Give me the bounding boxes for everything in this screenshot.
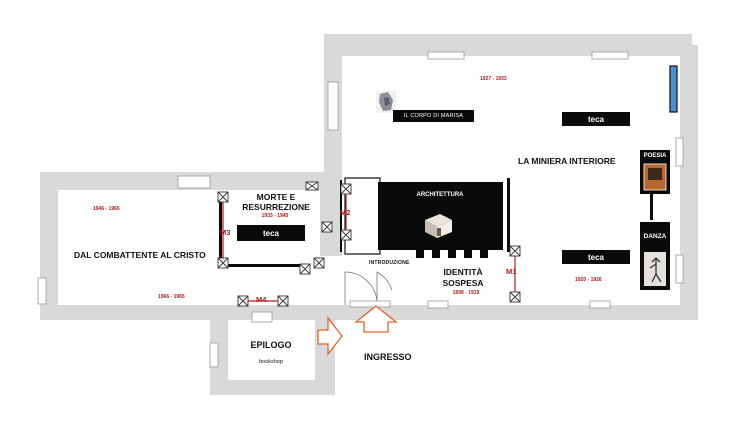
wall-epilogo-left bbox=[210, 320, 228, 390]
pillar bbox=[416, 250, 424, 258]
wall-big-right bbox=[680, 45, 698, 320]
box-mid-1 bbox=[299, 263, 311, 275]
architettura-label: ARCHITETTURA bbox=[416, 192, 464, 198]
box-m2-bottom bbox=[340, 229, 352, 241]
room-label-identita-1: IDENTITÀ bbox=[443, 267, 483, 277]
danza-photo-icon bbox=[644, 252, 666, 286]
box-m3-top bbox=[217, 191, 229, 203]
teca-miniera-bottom: teca bbox=[562, 250, 630, 264]
poesia-label: POESIA bbox=[643, 153, 667, 159]
marker-m1: M1 bbox=[506, 267, 517, 276]
entrance-door bbox=[344, 271, 393, 306]
window-left-top bbox=[177, 175, 211, 189]
dancer-figure-icon bbox=[649, 257, 662, 283]
entrance-arrow-up-icon bbox=[354, 305, 398, 333]
room-label-identita-2: SOSPESA bbox=[442, 278, 484, 288]
window-left-1 bbox=[37, 277, 47, 305]
floor-epilogo bbox=[228, 320, 315, 380]
box-m1-bottom bbox=[509, 291, 521, 303]
teca-morte: teca bbox=[237, 225, 305, 241]
window-bottom-2 bbox=[589, 300, 611, 309]
room-label-morte-1: MORTE E bbox=[256, 192, 296, 202]
date-1927: 1927 - 1933 bbox=[480, 76, 507, 82]
windows bbox=[37, 51, 684, 368]
pillar bbox=[432, 250, 440, 258]
window-top-2 bbox=[591, 51, 629, 60]
marker-m4: M4 bbox=[256, 295, 267, 304]
danza-label: DANZA bbox=[643, 233, 667, 240]
window-top-1 bbox=[427, 51, 465, 60]
pillar bbox=[448, 250, 456, 258]
box-door-m2 bbox=[321, 221, 333, 233]
introduzione-label: INTRODUZIONE bbox=[369, 260, 410, 266]
window-right-2 bbox=[675, 254, 684, 284]
room-label-epilogo: EPILOGO bbox=[250, 340, 292, 350]
wall-left-bottom bbox=[40, 305, 322, 320]
floor-left-room bbox=[58, 190, 320, 305]
wall-big-bottom bbox=[340, 305, 698, 320]
marker-m3: M3 bbox=[220, 228, 231, 237]
poesia-book-inner bbox=[648, 168, 662, 180]
architettura-frame bbox=[344, 177, 381, 255]
pillar bbox=[464, 250, 472, 258]
entrance-arrow-right-icon bbox=[317, 316, 343, 356]
room-label-morte-2: RESURREZIONE bbox=[242, 202, 310, 212]
box-m4-left bbox=[237, 295, 249, 307]
box-top-right-small bbox=[305, 181, 319, 191]
partition-morte-left bbox=[219, 198, 222, 268]
door-frame-bottom bbox=[349, 300, 391, 308]
marker-lines bbox=[222, 194, 516, 302]
window-big-left bbox=[327, 81, 339, 131]
room-label-dal-combattente: DAL COMBATTENTE AL CRISTO bbox=[74, 250, 206, 260]
box-mid-2 bbox=[313, 257, 325, 269]
partition-architettura-frame bbox=[340, 180, 342, 252]
partition-right-top bbox=[650, 190, 653, 220]
bookshop-label: bookshop bbox=[259, 359, 283, 365]
architecture-model-icon bbox=[425, 214, 452, 238]
pillar bbox=[480, 250, 488, 258]
architettura-pillars bbox=[416, 250, 488, 258]
corpo-di-marisa-panel: IL CORPO DI MARISA bbox=[393, 110, 474, 122]
window-bottom-1 bbox=[427, 300, 449, 309]
room-label-miniera: LA MINIERA INTERIORE bbox=[518, 156, 616, 166]
marker-boxes bbox=[217, 181, 521, 307]
partition-morte-bottom bbox=[222, 264, 306, 267]
date-1920: 1920 - 1926 bbox=[575, 277, 602, 283]
date-1899: 1899 - 1919 bbox=[452, 290, 480, 296]
floor-passage bbox=[320, 256, 342, 305]
window-blue-panel bbox=[669, 65, 678, 113]
marker-m2: M2 bbox=[340, 208, 351, 217]
box-m4-right bbox=[277, 295, 289, 307]
box-m2-top bbox=[340, 183, 352, 195]
box-m3-bottom bbox=[217, 257, 229, 269]
partition-miniera-vertical bbox=[507, 178, 510, 252]
window-epilogo-top bbox=[251, 311, 273, 323]
date-1946: 1946 - 1965 bbox=[93, 206, 120, 212]
date-1966: 1966 - 1965 bbox=[158, 294, 185, 300]
wall-epilogo-bottom bbox=[210, 380, 335, 395]
window-epilogo-left bbox=[209, 342, 219, 368]
box-m1-top bbox=[509, 245, 521, 257]
window-right-1 bbox=[675, 137, 684, 167]
wall-big-top bbox=[324, 34, 692, 56]
room-label-ingresso: INGRESSO bbox=[364, 352, 412, 362]
date-1933: 1933 - 1945 bbox=[261, 213, 289, 219]
statue-photo-icon bbox=[376, 91, 396, 113]
teca-miniera-top: teca bbox=[562, 112, 630, 126]
